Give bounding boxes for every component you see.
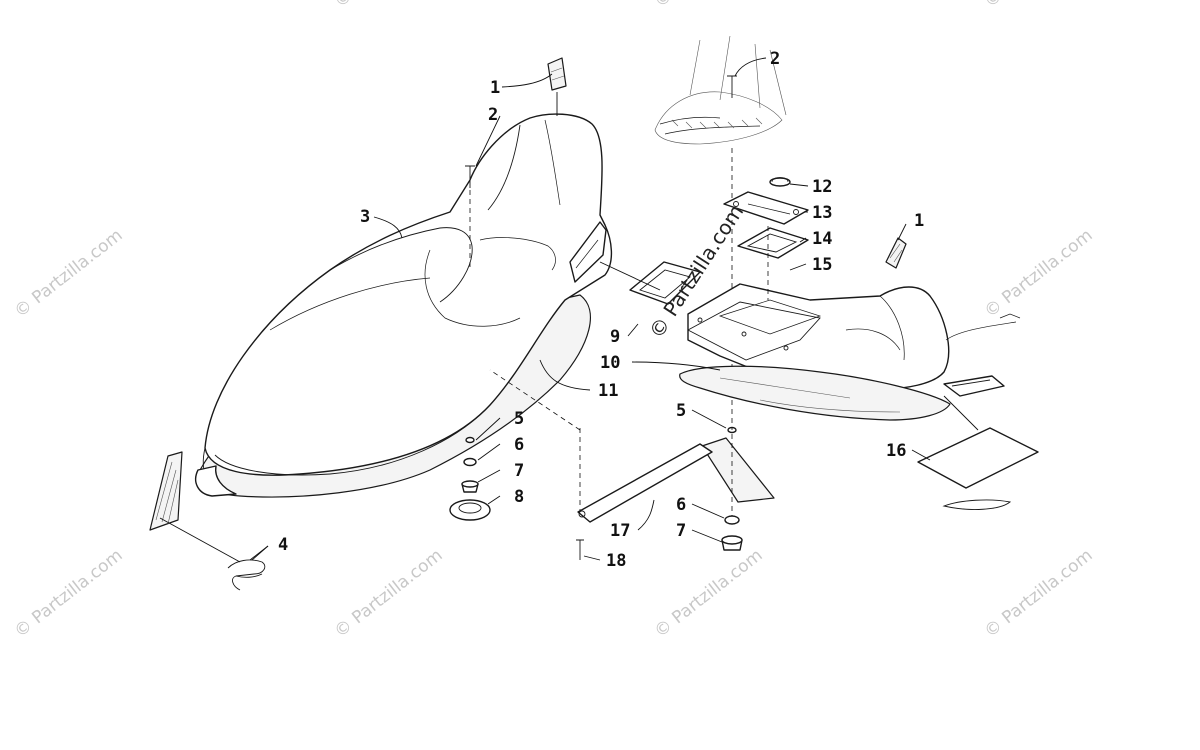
- callout-5: 5: [514, 409, 524, 429]
- callout-8: 8: [514, 487, 524, 507]
- grommet-stack-right: [721, 148, 743, 551]
- grommet-8: [449, 499, 491, 521]
- grommet-stack-left: [449, 436, 491, 521]
- lower-panel-10: [679, 365, 951, 421]
- console-assembly: [679, 177, 1005, 421]
- watermark: © Partzilla.com: [11, 225, 127, 322]
- hood-vent: [569, 221, 607, 283]
- callout-12: 12: [812, 177, 832, 197]
- brace-assembly: [489, 369, 775, 560]
- washer-6: [724, 515, 740, 525]
- gasket-14: [737, 227, 809, 259]
- watermark: © Partzilla.com: [11, 545, 127, 642]
- callout-labels: 1 2 3 4 5 6 7 8 9 10 11 12 13 14 15 16 1…: [278, 49, 924, 571]
- callout-1: 1: [490, 78, 500, 98]
- callout-3: 3: [360, 207, 370, 227]
- snow-flap: [149, 451, 183, 531]
- callout-2: 2: [488, 105, 498, 125]
- washer-5: [465, 436, 475, 444]
- brace-bar: [577, 443, 713, 523]
- bumper-pad: [885, 237, 907, 269]
- rear-vent: [943, 375, 1005, 397]
- callout-4: 4: [278, 535, 288, 555]
- watermark: © Partzilla.com: [331, 0, 447, 12]
- callout-7: 7: [514, 461, 524, 481]
- hair-pin-clip-icon: [227, 559, 266, 591]
- cap-12: [769, 177, 791, 187]
- watermark: © Partzilla.com: [331, 545, 447, 642]
- callout-7-right: 7: [676, 521, 686, 541]
- callout-14: 14: [812, 229, 832, 249]
- decal-16: [917, 427, 1039, 489]
- callout-13: 13: [812, 203, 832, 223]
- callout-15: 15: [812, 255, 832, 275]
- watermark: © Partzilla.com: [651, 0, 767, 12]
- callout-11: 11: [598, 381, 618, 401]
- callout-5-right: 5: [676, 401, 686, 421]
- callout-18: 18: [606, 551, 626, 571]
- callout-17: 17: [610, 521, 630, 541]
- brace-panel: [701, 437, 775, 503]
- callout-leaders: [249, 57, 931, 561]
- callout-10: 10: [600, 353, 620, 373]
- callout-6-right: 6: [676, 495, 686, 515]
- watermark: © Partzilla.com: [981, 0, 1097, 12]
- watermark: © Partzilla.com: [981, 545, 1097, 642]
- watermark: © Partzilla.com: [981, 225, 1097, 322]
- hood-shell: [194, 113, 613, 498]
- grille-frame-9: [629, 261, 701, 305]
- callout-6: 6: [514, 435, 524, 455]
- callout-2-right: 2: [770, 49, 780, 69]
- flap-assembly: [149, 451, 269, 591]
- washer-6: [463, 457, 477, 467]
- bolt-icon: [576, 539, 584, 560]
- hood-nose: [194, 465, 237, 497]
- hood-body: [204, 113, 613, 476]
- callout-1-right: 1: [914, 211, 924, 231]
- callout-9: 9: [610, 327, 620, 347]
- bumper-pad: [547, 57, 567, 91]
- callout-16: 16: [886, 441, 906, 461]
- watermark: © Partzilla.com: [651, 545, 767, 642]
- track-fragment: [654, 35, 787, 145]
- screw-icon: [465, 165, 475, 188]
